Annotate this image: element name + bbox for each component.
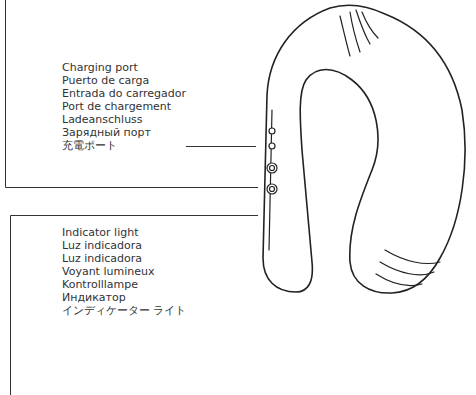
texture-line bbox=[340, 16, 350, 56]
button bbox=[269, 128, 275, 134]
texture-line bbox=[376, 274, 422, 286]
part-label: インディケーター ライト bbox=[62, 304, 187, 317]
callout-bracket bbox=[11, 216, 259, 395]
texture-line bbox=[380, 262, 434, 275]
button bbox=[267, 163, 277, 173]
part-label: Puerto de carga bbox=[62, 74, 186, 87]
part-label: Kontrolllampe bbox=[62, 278, 187, 291]
texture-line bbox=[385, 250, 440, 264]
part-label: Indicator light bbox=[62, 226, 187, 239]
part-label: Voyant lumineux bbox=[62, 265, 187, 278]
part-label: Luz indicadora bbox=[62, 252, 187, 265]
label-group: Charging portPuerto de cargaEntrada do c… bbox=[62, 61, 186, 152]
device-body bbox=[263, 5, 465, 293]
texture-line bbox=[362, 12, 378, 38]
part-label: Индикатор bbox=[62, 291, 187, 304]
part-label: Luz indicadora bbox=[62, 239, 187, 252]
charging-port bbox=[269, 143, 275, 149]
leader-line bbox=[186, 146, 256, 147]
part-label: 充電ポート bbox=[62, 139, 186, 152]
label-group: Indicator lightLuz indicadoraLuz indicad… bbox=[62, 226, 187, 317]
indicator-light bbox=[267, 184, 277, 194]
part-label: Charging port bbox=[62, 61, 186, 74]
indicator-light bbox=[270, 187, 275, 192]
part-label: Ladeanschluss bbox=[62, 113, 186, 126]
callout-bracket bbox=[6, 0, 259, 188]
button bbox=[270, 166, 275, 171]
part-label: Зарядный порт bbox=[62, 126, 186, 139]
part-label: Entrada do carregador bbox=[62, 87, 186, 100]
part-label: Port de chargement bbox=[62, 100, 186, 113]
